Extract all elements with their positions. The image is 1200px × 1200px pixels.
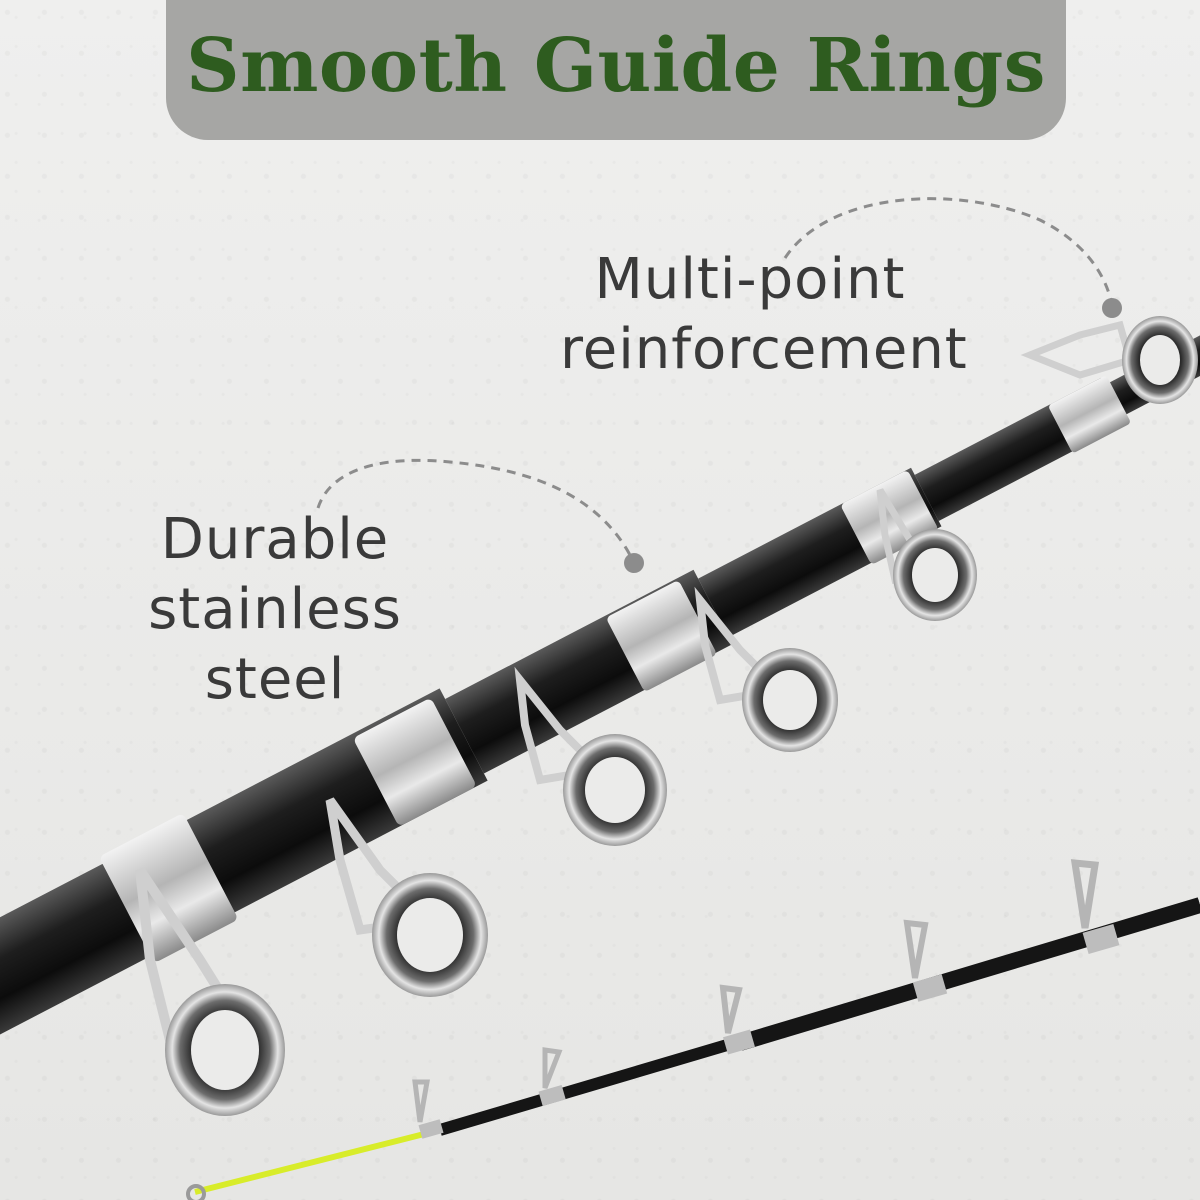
tip-ring: [1020, 316, 1198, 404]
page-title: Smooth Guide Rings: [186, 23, 1046, 109]
leader-dot-multi-point: [1102, 298, 1122, 318]
leader-line-durable: [316, 458, 632, 556]
callout-line: reinforcement: [560, 317, 968, 382]
leader-dot-durable: [624, 553, 644, 573]
guide-ring-4: [694, 586, 838, 752]
guide-ring-3: [514, 666, 667, 846]
callout-line: Multi-point: [594, 247, 906, 312]
callout-line: stainless steel: [148, 577, 402, 712]
guide-ring-1: [135, 867, 285, 1116]
callout-multi-point-reinforcement: Multi-point reinforcement: [560, 245, 968, 385]
title-banner: Smooth Guide Rings: [166, 0, 1066, 140]
guide-ring-2: [325, 797, 488, 997]
guide-ring-5: [876, 488, 977, 621]
small-rod: [186, 859, 1200, 1200]
callout-line: Durable: [160, 507, 390, 572]
callout-durable-stainless-steel: Durable stainless steel: [90, 505, 460, 715]
